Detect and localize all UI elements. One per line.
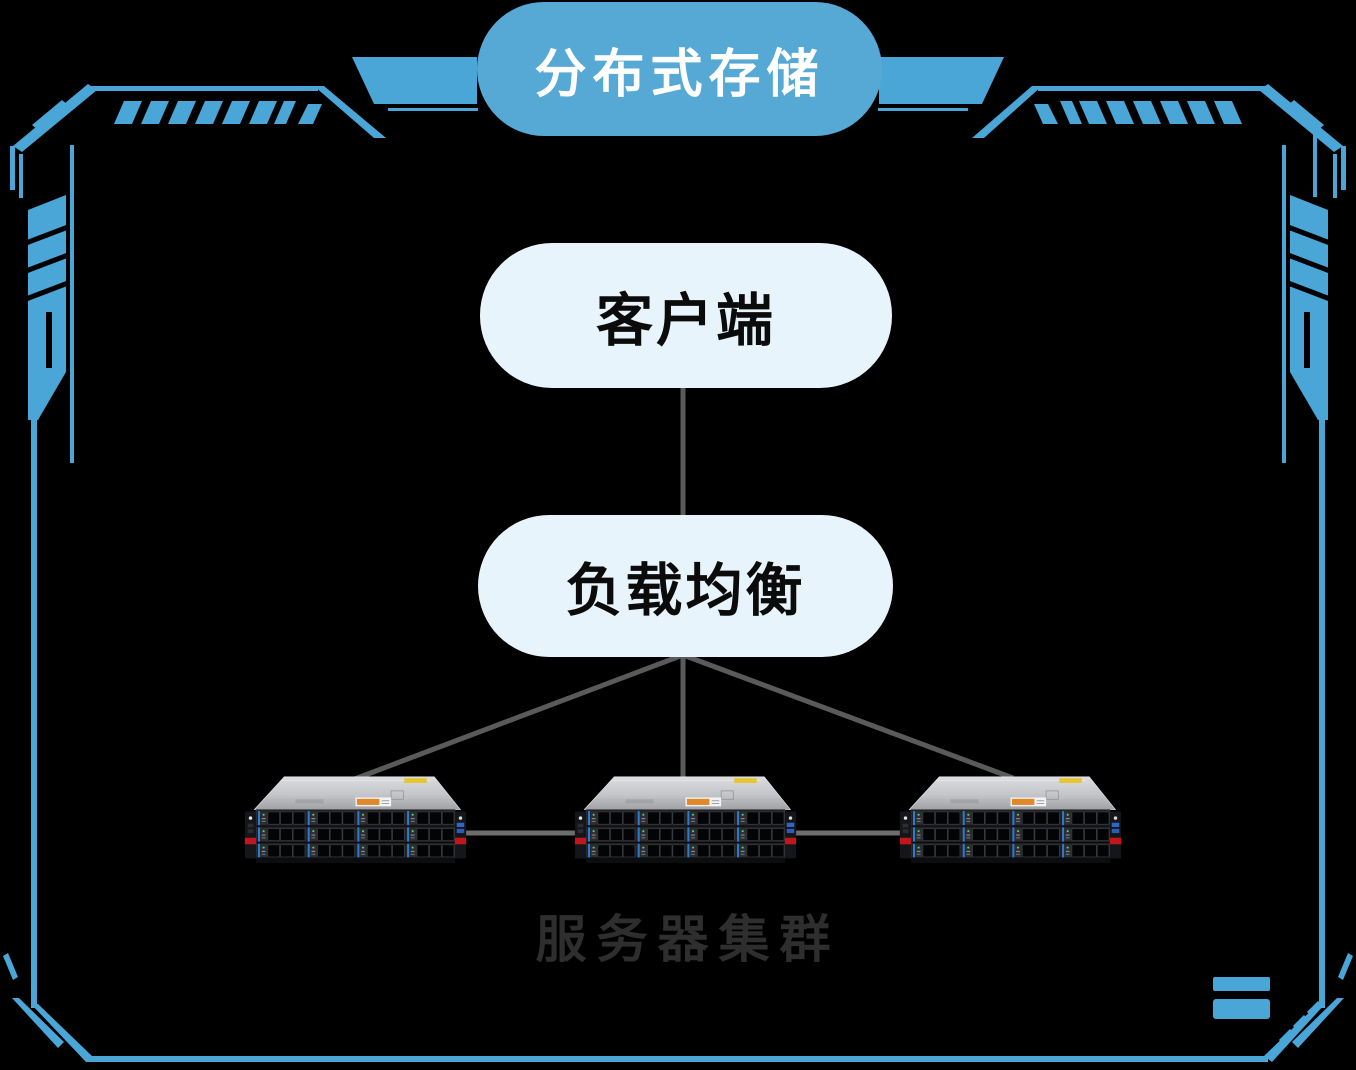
edge-lb-server3 — [682, 652, 1014, 781]
title-capsule: 分布式存储 — [477, 2, 882, 136]
hatch-dashes-left — [114, 101, 322, 124]
server-icon — [573, 770, 798, 868]
title-side-band-right — [879, 57, 1004, 104]
edge-lb-server1 — [351, 652, 684, 783]
server-icon — [243, 770, 468, 868]
node-load-balancer-label: 负载均衡 — [565, 559, 806, 623]
cluster-label: 服务器集群 — [535, 911, 841, 968]
equals-bars-decoration — [1213, 977, 1270, 1019]
node-client-label: 客户端 — [596, 288, 776, 353]
node-load-balancer: 负载均衡 — [478, 515, 893, 657]
page-title: 分布式存储 — [534, 45, 825, 104]
server-icon — [898, 770, 1123, 868]
hatch-dashes-right — [1034, 101, 1242, 124]
node-client: 客户端 — [480, 243, 892, 388]
title-side-band-left — [352, 57, 477, 104]
